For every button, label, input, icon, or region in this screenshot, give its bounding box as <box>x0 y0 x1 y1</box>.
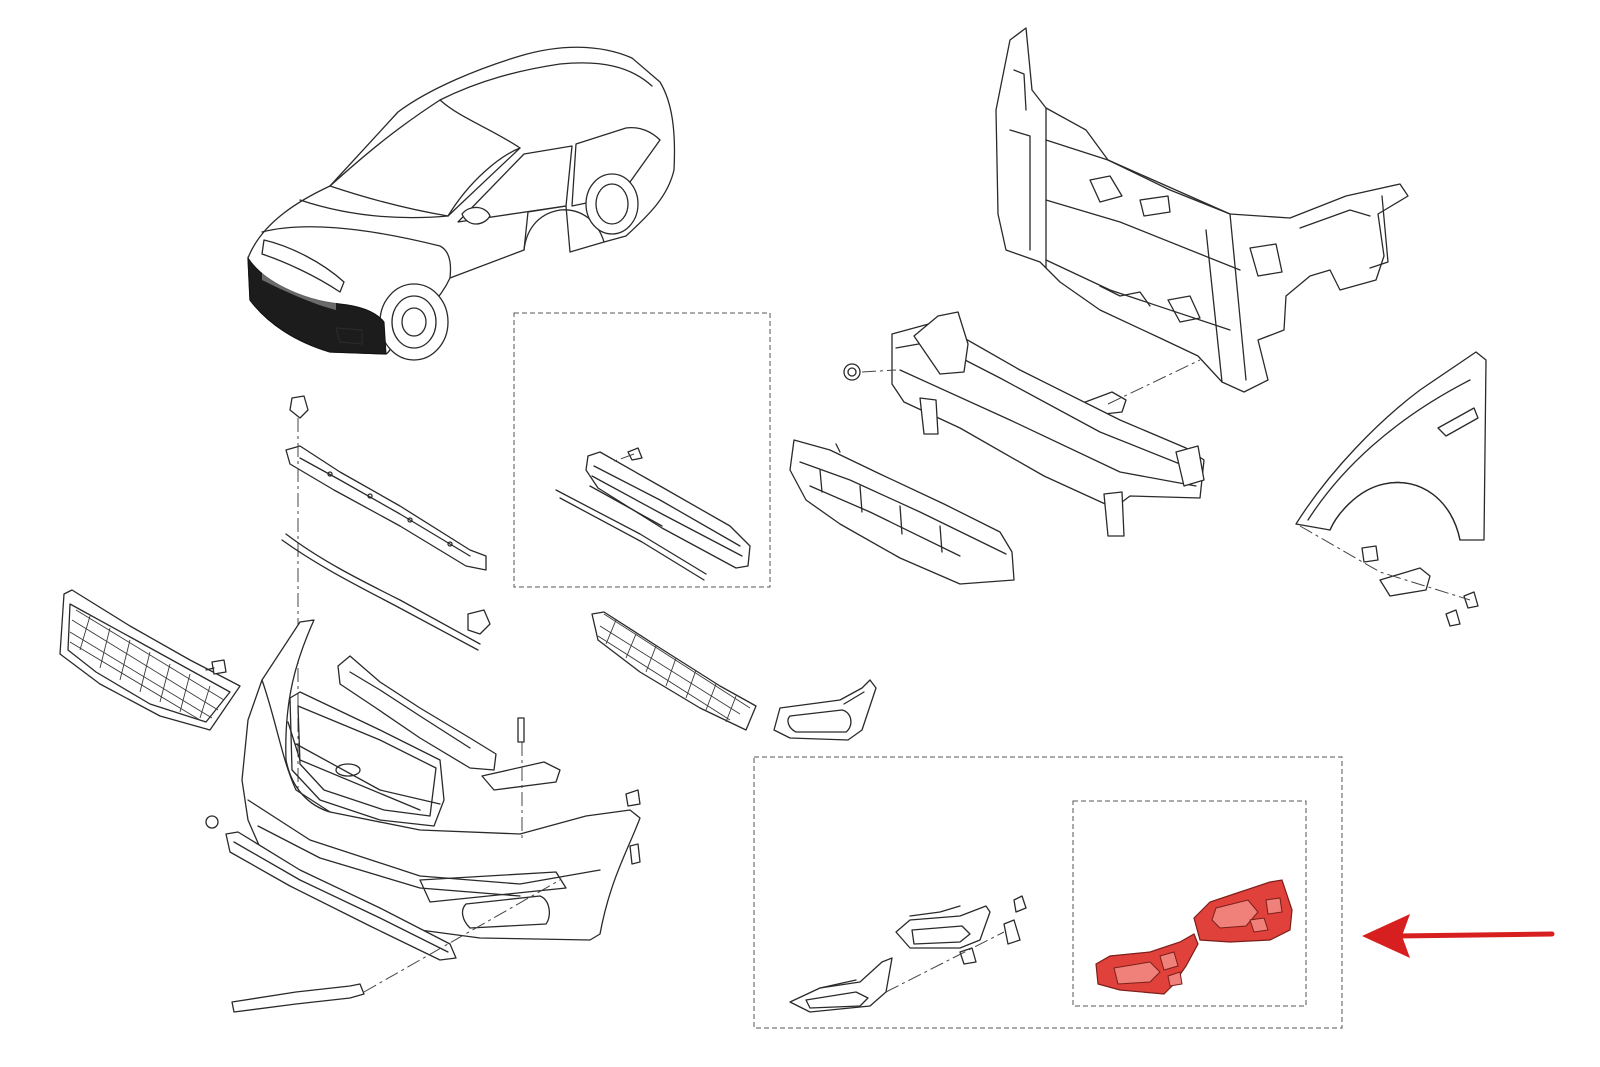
bumper-center-bracket <box>337 655 561 791</box>
vehicle-overview <box>247 46 676 361</box>
lower-grille-assembly-box <box>513 312 771 588</box>
grille-screw <box>205 659 227 675</box>
fog-lamp-cover-box <box>1072 800 1307 1007</box>
bumper-lower-lip <box>225 831 457 961</box>
fender-bracket <box>1361 545 1479 627</box>
upper-trim-strip <box>281 533 481 651</box>
leader-line <box>1107 359 1201 405</box>
bumper-energy-absorber <box>789 439 1015 585</box>
highlight-arrow <box>1362 914 1555 958</box>
fog-lamp-bezel <box>773 679 877 741</box>
lower-grille-assembly <box>555 447 751 581</box>
fog-lamp-assembly-box <box>753 756 1343 1029</box>
grille-frame <box>289 691 445 827</box>
bumper-cover <box>241 619 641 941</box>
lower-trim-strip <box>231 983 365 1013</box>
leader-line <box>363 879 561 993</box>
radiator-support-frame <box>995 27 1409 393</box>
bumper-screws <box>205 717 641 865</box>
leader-line <box>861 369 897 373</box>
clip-top <box>289 395 309 419</box>
leader-line <box>885 931 1005 993</box>
upper-grille-mesh <box>59 589 241 731</box>
leader-line <box>1299 525 1471 601</box>
fog-lamp-bezel-pair <box>789 895 1027 1013</box>
front-bumper-beam <box>891 311 1205 537</box>
trim-clip <box>467 609 491 635</box>
beam-nut <box>843 363 861 381</box>
fog-lamp-cover-pair <box>1095 879 1293 995</box>
front-fender <box>1295 351 1487 541</box>
lower-grille-mesh <box>591 611 757 731</box>
bumper-upper-bracket <box>285 445 487 571</box>
